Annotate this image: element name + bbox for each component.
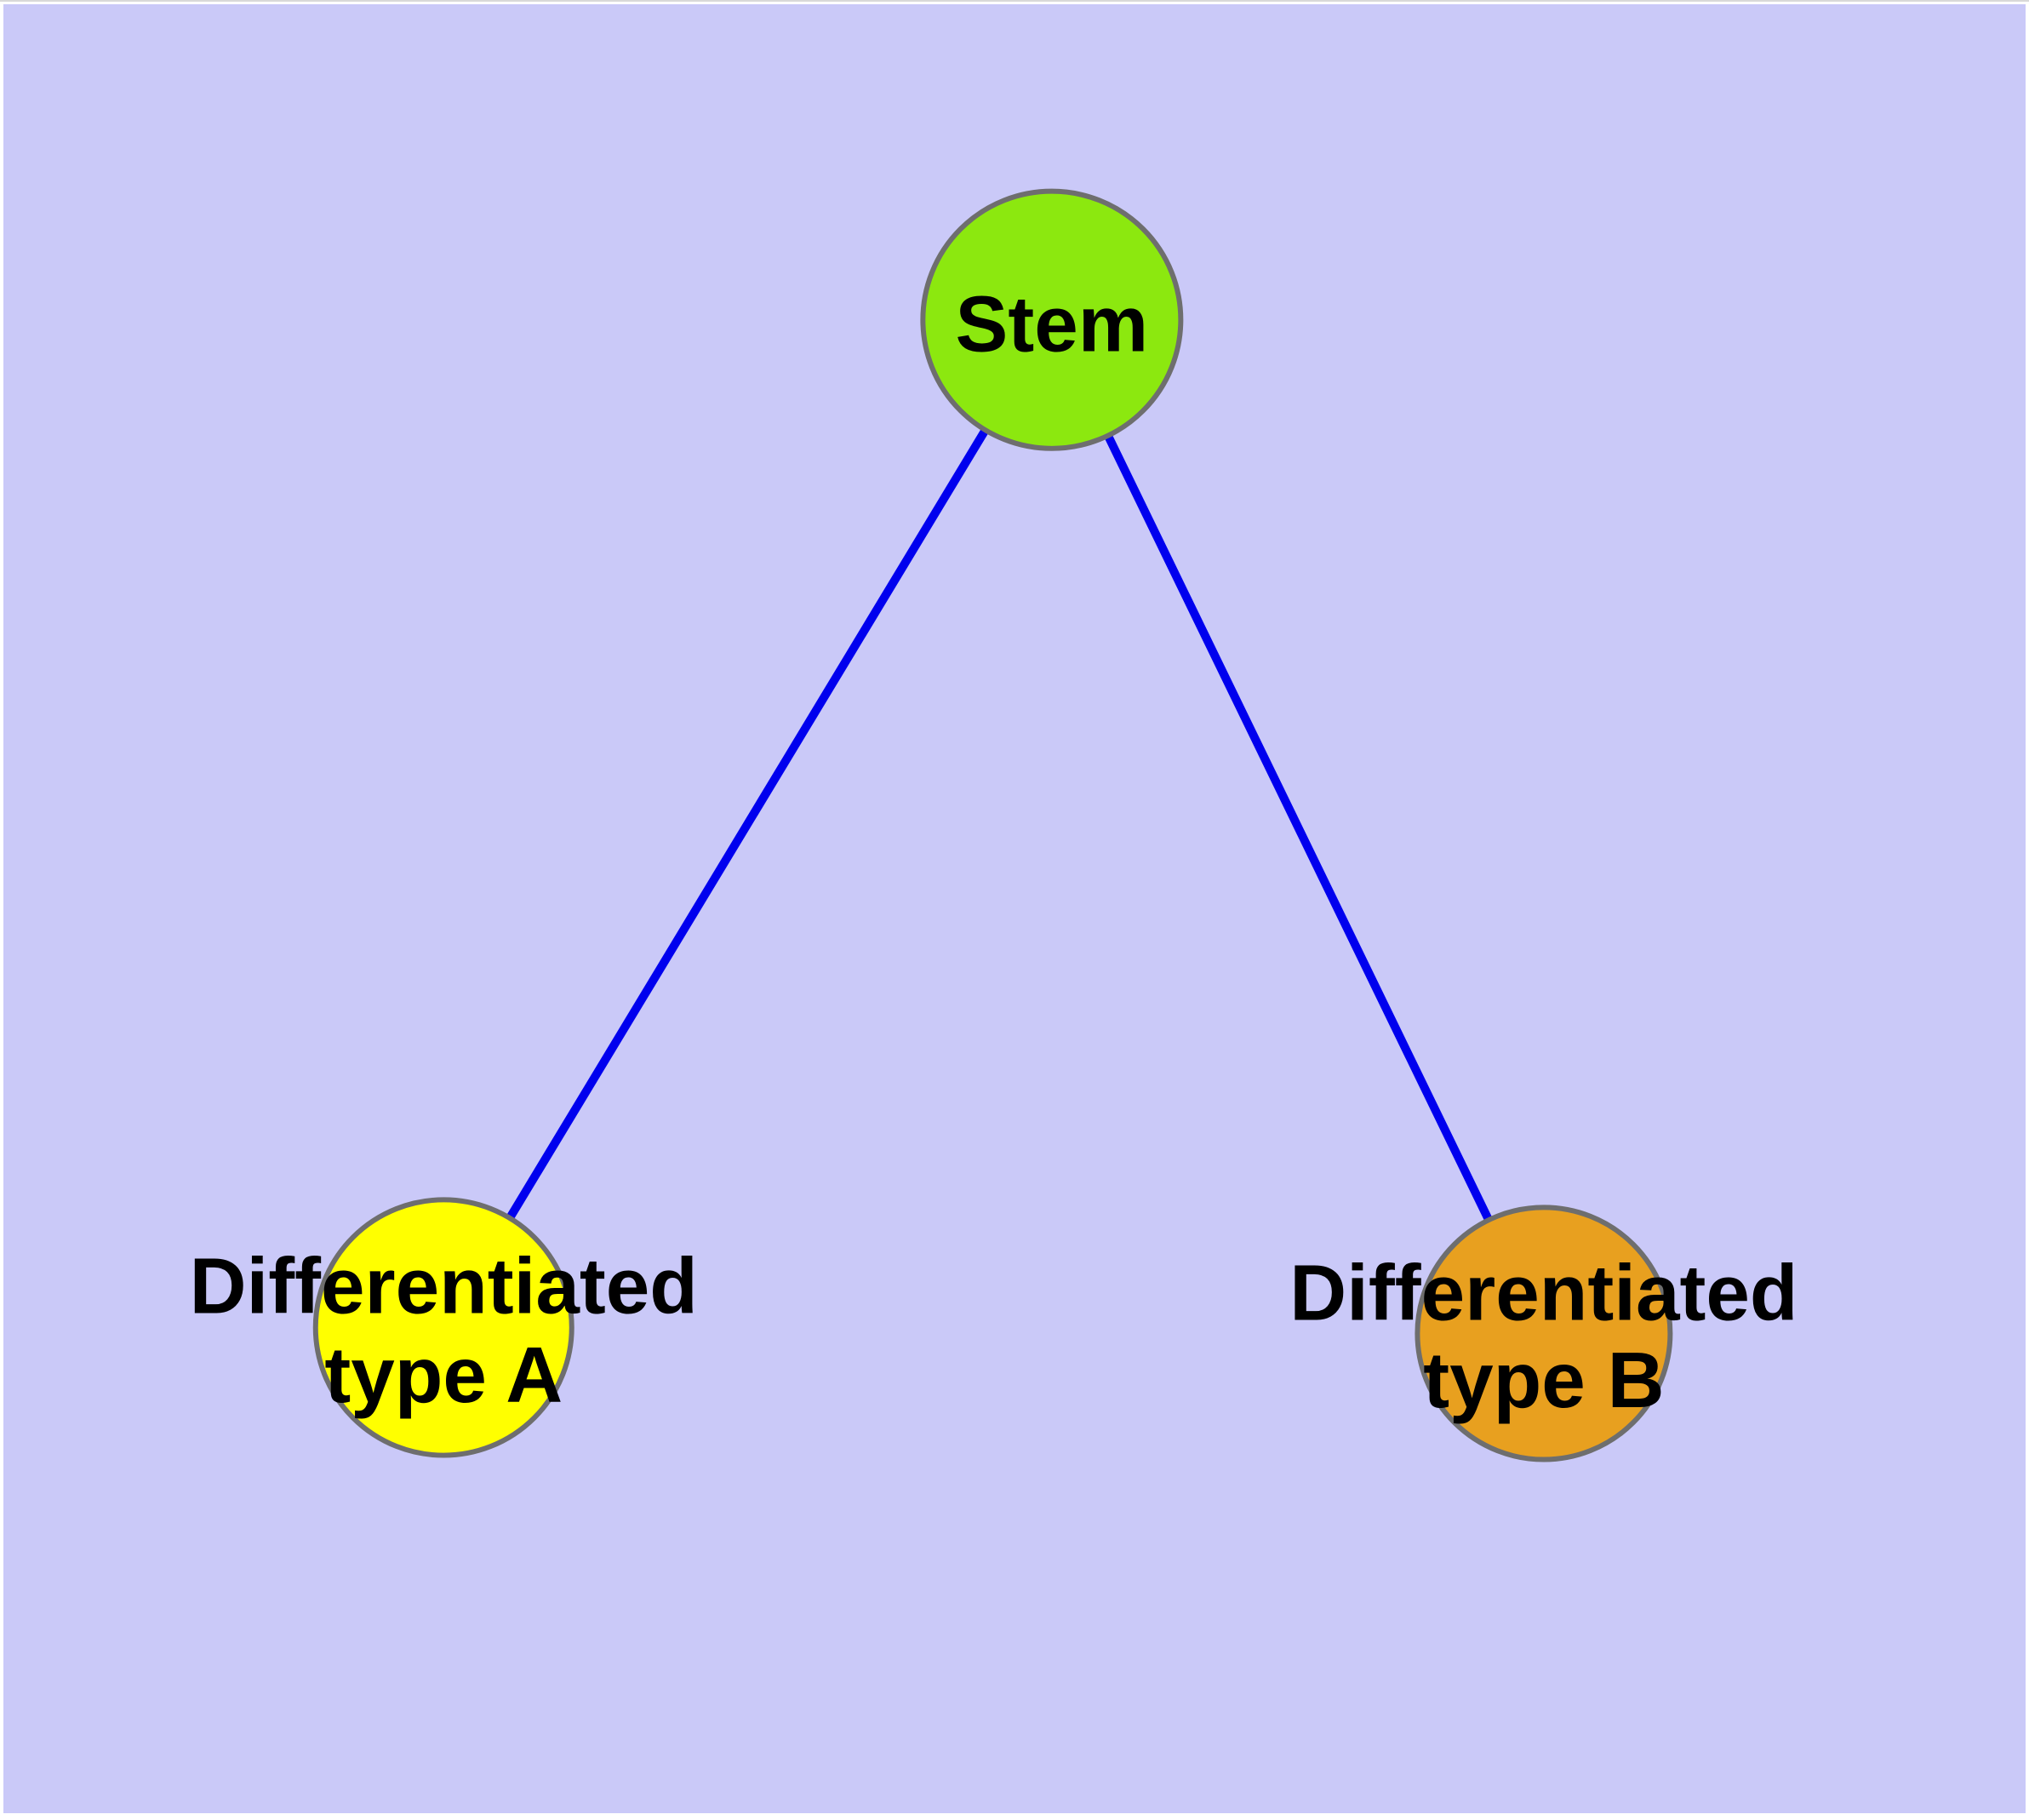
edge-stem-to-type-a	[439, 318, 1056, 1331]
node-type-a-label-line2: type A	[324, 1331, 563, 1419]
edge-stem-to-type-b	[1048, 318, 1548, 1336]
node-stem[interactable]	[920, 188, 1184, 451]
graph-frame: Stem Differentiated type A Differentiate…	[3, 4, 2026, 1813]
node-type-a-label-line1: Differentiated	[190, 1242, 698, 1331]
node-type-b-label-line2: type B	[1423, 1336, 1664, 1424]
node-differentiated-type-a[interactable]	[312, 1197, 574, 1458]
node-type-b-label-line1: Differentiated	[1289, 1249, 1798, 1337]
node-stem-label: Stem	[956, 280, 1149, 369]
node-differentiated-type-b[interactable]	[1415, 1205, 1673, 1462]
page-top-border	[0, 0, 2029, 2]
graph-canvas: Stem Differentiated type A Differentiate…	[3, 4, 2026, 1813]
